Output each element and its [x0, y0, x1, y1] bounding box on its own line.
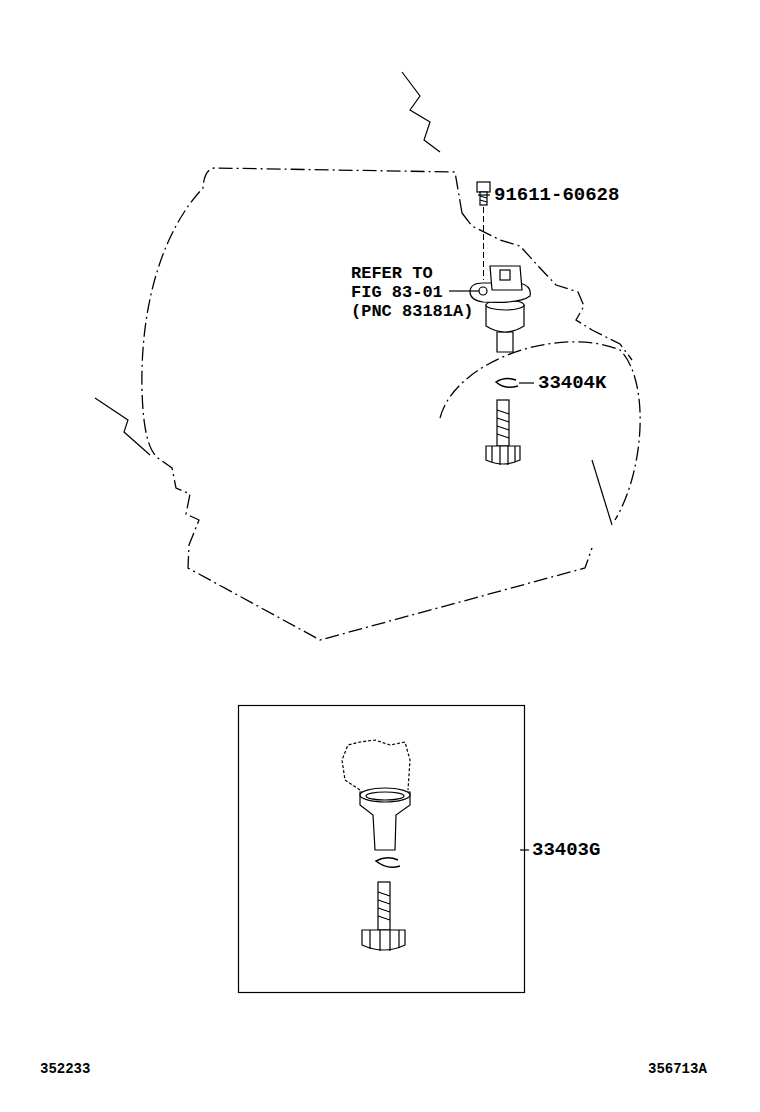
speed-sensor [470, 266, 530, 352]
gear-thread [497, 410, 509, 438]
figure-id: 352233 [40, 1062, 90, 1076]
clip [496, 378, 518, 387]
extension-housing-outline [440, 342, 640, 520]
break-line [592, 460, 612, 525]
break-line [402, 72, 440, 152]
bolt-head [477, 182, 490, 192]
gear-teeth [362, 930, 405, 950]
sensor-tip [497, 332, 513, 352]
inset-gear [362, 882, 405, 951]
connector-socket [500, 270, 510, 280]
gear-tooth [370, 930, 399, 951]
callout-number: 33404K [538, 374, 606, 393]
gear-shaft [497, 400, 509, 446]
gear-teeth [486, 446, 520, 464]
driven-gear [486, 400, 520, 465]
bolt-thread [480, 196, 487, 202]
bolt-hole [479, 287, 487, 295]
callout-number: 33403G [532, 841, 600, 860]
figure-id: 356713A [648, 1062, 707, 1076]
note-text: (PNC 83181A) [351, 303, 473, 320]
housing-outline [142, 168, 592, 640]
leader-line [449, 290, 479, 291]
inset-sensor [342, 740, 410, 850]
cup-rim [360, 788, 410, 802]
gear-thread [378, 892, 390, 920]
bolt [477, 182, 490, 205]
leader-lines [449, 195, 534, 850]
note-text: FIG 83-01 [351, 284, 443, 301]
inset-clip [376, 858, 400, 868]
leader-line [478, 194, 490, 195]
bolt-shaft [480, 192, 487, 205]
sensor-ghost [342, 740, 410, 790]
part-number: 91611-60628 [494, 186, 619, 205]
gear-tooth [492, 446, 515, 465]
break-lines [95, 72, 612, 525]
note-text: REFER TO [351, 265, 433, 282]
gear-shaft [378, 882, 390, 930]
sensor-connector [490, 266, 522, 290]
leader-line [520, 849, 529, 850]
leader-line [519, 382, 534, 383]
break-line [95, 398, 150, 455]
cup-inner [366, 792, 404, 800]
inset-frame [239, 706, 525, 993]
upper-case-outline [462, 213, 632, 360]
transmission-outline [142, 168, 640, 640]
assembly-line [483, 207, 484, 280]
